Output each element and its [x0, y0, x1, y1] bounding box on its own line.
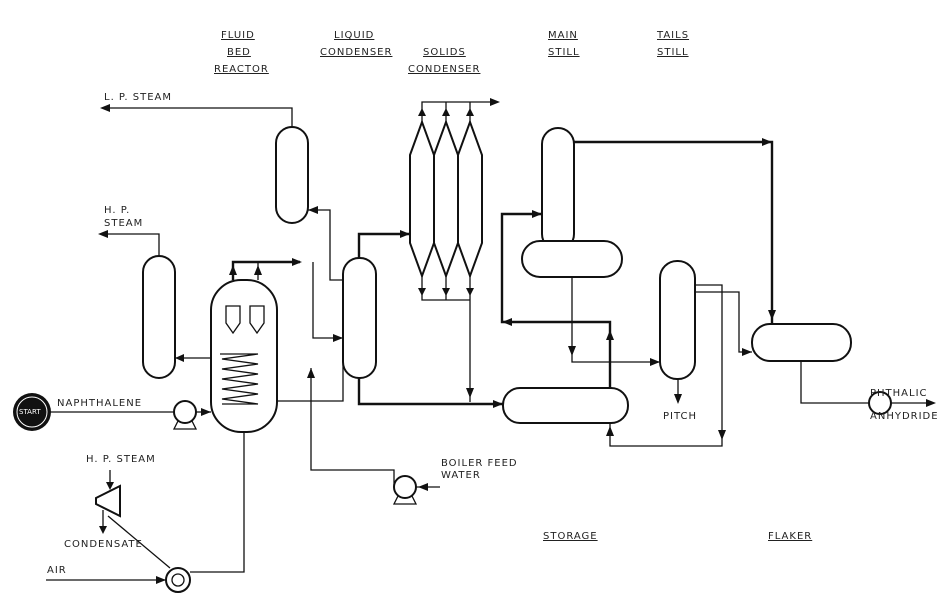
main-still-column — [541, 127, 575, 251]
phthalic-label: PHTHALIC — [870, 388, 928, 399]
fluid-bed-reactor-label-2: BED — [227, 47, 251, 58]
fluid-bed-reactor-label-3: REACTOR — [214, 64, 269, 75]
fluid-bed-reactor-label-1: FLUID — [221, 30, 255, 41]
flaker-drum — [751, 323, 852, 362]
hp-steam-top-label-2: STEAM — [104, 218, 144, 229]
reactor-cooling-coil — [220, 353, 259, 405]
hp-steam-top-label-1: H. P. — [104, 205, 131, 216]
liquid-condenser-label-2: CONDENSER — [320, 47, 393, 58]
main-still-label-1: MAIN — [548, 30, 578, 41]
condensate-label: CONDENSATE — [64, 539, 143, 550]
solids-condenser-label-2: CONDENSER — [408, 64, 481, 75]
hp-steam-bottom-label: H. P. STEAM — [86, 454, 156, 465]
air-label: AIR — [47, 565, 67, 576]
storage-label: STORAGE — [543, 531, 598, 542]
main-still-label-2: STILL — [548, 47, 580, 58]
flaker-label: FLAKER — [768, 531, 813, 542]
flow-arrows — [98, 98, 936, 584]
solids-condenser-label-1: SOLIDS — [423, 47, 466, 58]
pitch-label: PITCH — [663, 411, 698, 422]
steam-turbine — [95, 484, 121, 518]
lp-steam-drum — [275, 126, 309, 224]
liquid-condenser-label-1: LIQUID — [334, 30, 375, 41]
storage-tank — [502, 387, 629, 424]
lp-steam-label: L. P. STEAM — [104, 92, 173, 103]
start-label: START — [19, 408, 41, 416]
reactor-cyclones — [225, 305, 265, 335]
hp-steam-drum — [142, 255, 176, 379]
tails-still-label-2: STILL — [657, 47, 689, 58]
main-still-reboiler — [521, 240, 623, 278]
liquid-condenser-vessel — [342, 257, 377, 379]
tails-still-column — [659, 260, 696, 380]
naphthalene-pump — [172, 400, 198, 430]
solids-condenser-unit — [409, 119, 483, 279]
boiler-feed-pump — [392, 475, 418, 505]
anhydride-label: ANHYDRIDE — [870, 411, 939, 422]
naphthalene-label: NAPHTHALENE — [57, 398, 143, 409]
start-badge — [13, 393, 51, 431]
air-blower — [165, 567, 191, 593]
boiler-feed-water-label-1: BOILER FEED — [441, 458, 518, 469]
boiler-feed-water-label-2: WATER — [441, 470, 481, 481]
tails-still-label-1: TAILS — [657, 30, 690, 41]
